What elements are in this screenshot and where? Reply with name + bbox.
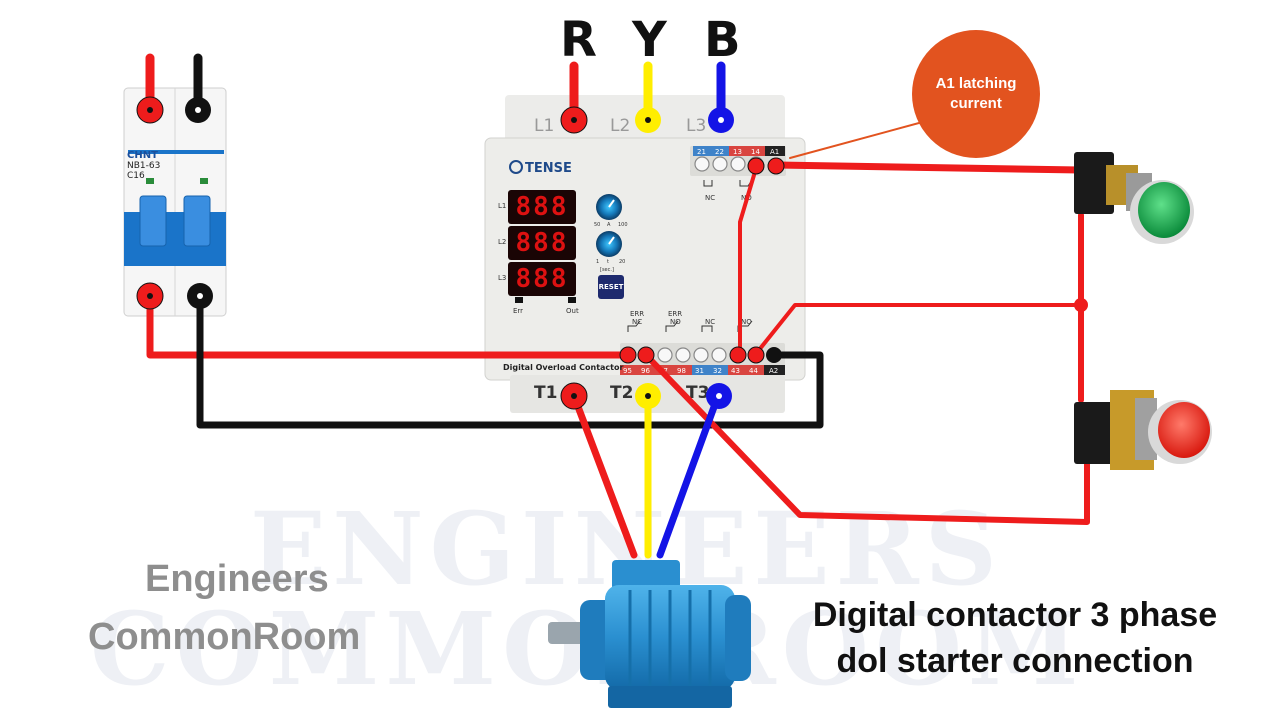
relay-input-l3: L3 <box>686 116 706 136</box>
indicator-out: Out <box>566 307 579 315</box>
err-no-label-2: NO <box>670 318 681 326</box>
err-nc-label-2: NC <box>632 318 642 326</box>
display-l1: 888 <box>508 190 576 224</box>
stop-push-button <box>1074 390 1212 470</box>
callout-line1: A1 latching <box>935 75 1017 92</box>
term-13: 13 <box>733 148 742 156</box>
relay-output-t2: T2 <box>610 383 633 403</box>
phase-label-y: Y <box>632 12 667 68</box>
term-a1: A1 <box>770 148 779 156</box>
knob1-max: 100 <box>618 222 628 228</box>
caption-line1: Digital contactor 3 phase <box>812 596 1218 634</box>
display-l2: 888 <box>508 226 576 260</box>
diagram-caption: Digital contactor 3 phase dol starter co… <box>790 592 1240 684</box>
term-44: 44 <box>749 367 758 375</box>
term-21: 21 <box>697 148 706 156</box>
knob2-unit: t <box>607 259 609 265</box>
no-label: NO <box>741 318 752 326</box>
nc-label: NC <box>705 318 715 326</box>
reset-button: RESET <box>598 275 624 299</box>
display-row-l1: L1 <box>498 202 506 210</box>
mcb-breaker: CHNT NB1-63 C16 <box>123 87 227 317</box>
display-row-l3: L3 <box>498 274 506 282</box>
term-98: 98 <box>677 367 686 375</box>
term-43: 43 <box>731 367 740 375</box>
relay-output-t3: T3 <box>686 383 709 403</box>
mcb-rating-text: C16 <box>127 171 145 181</box>
term-95: 95 <box>623 367 632 375</box>
knob1-unit: A <box>607 222 611 228</box>
display-row-l2: L2 <box>498 238 506 246</box>
indicator-err: Err <box>513 307 523 315</box>
knob1-min: 50 <box>594 222 600 228</box>
term-22: 22 <box>715 148 724 156</box>
terminal-dots <box>136 96 1088 410</box>
term-14: 14 <box>751 148 760 156</box>
relay-input-l1: L1 <box>534 116 554 136</box>
err-no-label-1: ERR <box>668 310 682 318</box>
knob2-max: 20 <box>619 259 625 265</box>
term-32: 32 <box>713 367 722 375</box>
relay-model-text: Digital Overload Contactor <box>503 363 623 372</box>
start-push-button <box>1074 152 1194 244</box>
phase-label-b: B <box>704 12 741 68</box>
brand-line2: CommonRoom <box>88 616 361 658</box>
callout-line2: current <box>950 95 1002 112</box>
err-nc-label-1: ERR <box>630 310 644 318</box>
mcb-brand-text: CHNT <box>127 150 158 161</box>
mcb-model-text: NB1-63 <box>127 161 160 171</box>
caption-line2: dol starter connection <box>836 642 1194 680</box>
relay-input-l2: L2 <box>610 116 630 136</box>
relay-brand-text: TENSE <box>525 161 572 176</box>
brand-line1: Engineers <box>145 558 329 600</box>
relay-output-t1: T1 <box>534 383 557 403</box>
display-l3: 888 <box>508 262 576 296</box>
knob2-unit-label: [sec.] <box>600 267 614 273</box>
term-31: 31 <box>695 367 704 375</box>
term-96: 96 <box>641 367 650 375</box>
knob2-min: 1 <box>596 259 599 265</box>
top-nc-label: NC <box>705 194 715 202</box>
phase-label-r: R <box>560 12 597 68</box>
term-a2: A2 <box>769 367 778 375</box>
a1-latching-callout: A1 latching current <box>912 30 1040 158</box>
three-phase-motor <box>548 560 751 708</box>
